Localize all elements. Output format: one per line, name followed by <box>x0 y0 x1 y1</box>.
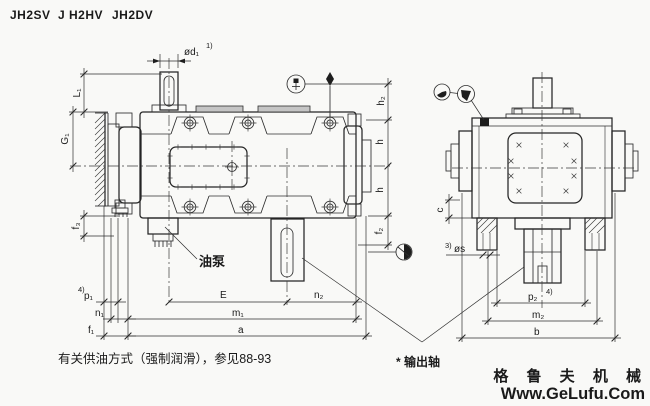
main-view <box>70 58 392 305</box>
model-label-jh2hv: J H2HV <box>58 8 103 22</box>
balloon-symbols <box>286 74 485 261</box>
dim-label-L1: L₁ <box>72 88 83 98</box>
dim-label-b: b <box>534 327 540 338</box>
dim-label-s: øs <box>454 244 465 255</box>
drain-balloon-icon <box>368 243 413 261</box>
dim-label-p1: p₁ <box>84 291 94 302</box>
side-feet <box>476 217 606 251</box>
housing-body <box>139 105 357 219</box>
oil-pump <box>147 217 179 247</box>
output-shaft-label: * 输出轴 <box>396 354 440 369</box>
oil-supply-note: 有关供油方式（强制润滑），参见88-93 <box>58 351 271 366</box>
wall-hatching <box>94 112 109 207</box>
footnote-s: 3) <box>445 241 452 250</box>
output-shaft-leader-right <box>421 266 525 343</box>
right-flange <box>343 113 372 217</box>
dim-label-c: c <box>435 208 446 213</box>
oil-pump-label: 油泵 <box>199 254 225 269</box>
dim-label-m1: m₁ <box>232 308 244 319</box>
side-view <box>445 72 639 308</box>
dim-label-n2: n₂ <box>314 290 324 301</box>
output-shaft-main <box>270 218 305 282</box>
dim-label-f2: f₂ <box>374 228 385 235</box>
dim-label-n1: n₁ <box>95 308 105 319</box>
breather-plug <box>326 72 334 117</box>
plug-balloon-icon <box>286 74 352 94</box>
oil-pump-leader <box>164 226 198 260</box>
dim-label-h-lower: h <box>375 187 386 193</box>
output-shaft-leader-left <box>301 257 423 343</box>
watermark: 格 鲁 夫 机 械 Www.GeLufu.Com <box>493 367 648 403</box>
model-label-jh2sv: JH2SV <box>10 8 51 22</box>
plug-balloon-pair-icon <box>433 83 485 121</box>
side-left-flange <box>445 130 473 192</box>
dim-label-G1: G₁ <box>60 133 71 145</box>
dim-label-E: E <box>220 290 227 301</box>
annotations: 油泵 * 输出轴 有关供油方式（强制润滑），参见88-93 <box>58 226 525 369</box>
dim-label-f1: f₁ <box>88 325 95 336</box>
dim-label-a: a <box>238 325 244 336</box>
dim-label-f3: f₃ <box>71 223 82 230</box>
watermark-brand: 格 鲁 夫 机 械 <box>493 367 648 385</box>
dim-label-d1: ød₁ <box>184 47 200 58</box>
model-label-jh2dv: JH2DV <box>112 8 153 22</box>
corner-plug <box>480 118 489 126</box>
side-right-flange <box>611 130 639 192</box>
footnote-p2: 4) <box>546 287 553 296</box>
watermark-url: Www.GeLufu.Com <box>501 385 645 403</box>
left-flange <box>107 112 142 217</box>
dim-label-h2: h₂ <box>376 96 387 106</box>
footnote-d1: 1) <box>206 41 213 50</box>
output-shaft-side <box>514 217 571 284</box>
footnote-p1: 4) <box>78 285 85 294</box>
dim-label-p2: p₂ <box>528 292 538 303</box>
side-input-shaft <box>532 77 553 109</box>
dim-label-m2: m₂ <box>532 310 544 321</box>
dimensions-main: ød₁ 1) L₁ G₁ f₃ 4) p₁ n₁ f₁ <box>60 41 392 340</box>
header: JH2SV J H2HV JH2DV <box>10 8 153 22</box>
inspection-cover <box>167 141 250 193</box>
dimensions-side: c 3) øs p₂ 4) m₂ b <box>435 193 621 342</box>
dim-label-h-upper: h <box>375 139 386 145</box>
